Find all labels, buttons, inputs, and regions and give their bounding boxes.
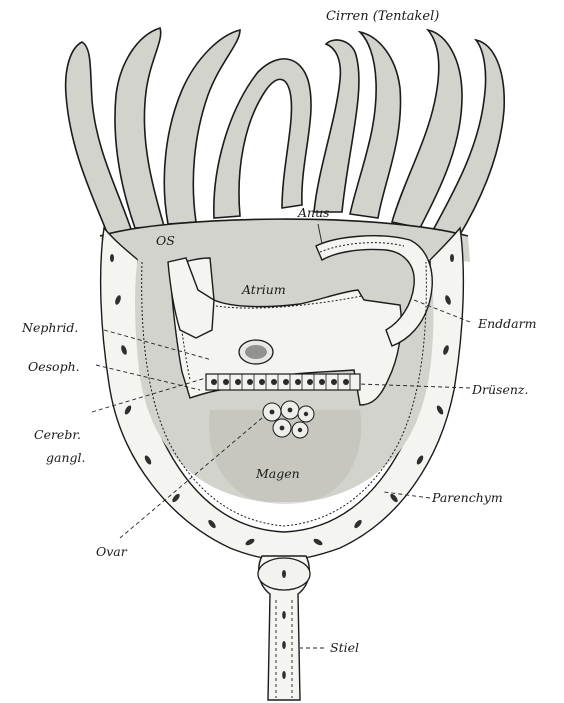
label-gangl: gangl.	[46, 450, 85, 465]
tentacle-4	[214, 59, 311, 218]
gland-cell-row	[206, 374, 360, 390]
label-nephrid: Nephrid.	[21, 320, 78, 335]
label-atrium: Atrium	[241, 282, 286, 297]
label-cerebr: Cerebr.	[34, 427, 81, 442]
label-enddarm: Enddarm	[477, 316, 536, 331]
label-druesenz: Drüsenz.	[471, 382, 528, 397]
label-magen: Magen	[255, 466, 300, 481]
label-parenchym: Parenchym	[431, 490, 503, 505]
label-anus: Anus	[297, 205, 330, 220]
tentacle-2	[115, 28, 164, 228]
tentacle-5	[314, 40, 359, 212]
label-oesoph: Oesoph.	[28, 359, 80, 374]
label-stiel: Stiel	[330, 640, 359, 655]
label-cirren: Cirren (Tentakel)	[326, 9, 439, 24]
tentacles	[66, 28, 505, 238]
stalk	[258, 556, 310, 700]
label-os: OS	[156, 233, 175, 248]
nephridium-core	[245, 345, 267, 359]
label-ovar: Ovar	[96, 544, 128, 559]
